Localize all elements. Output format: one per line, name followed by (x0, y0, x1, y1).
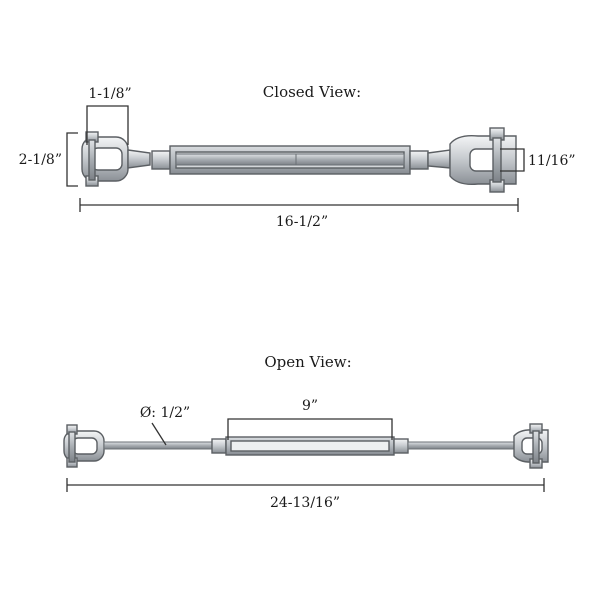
open-body-length-dim: 9” (227, 398, 393, 440)
closed-jaw-width-dim: 1-1/8” (86, 86, 132, 145)
closed-jaw-width-label: 1-1/8” (88, 86, 131, 102)
open-overall-label: 24-13/16” (270, 495, 340, 511)
closed-jaw-height-dim: 2-1/8” (19, 132, 78, 187)
closed-right-nut (409, 150, 429, 170)
open-left-rod (103, 441, 213, 450)
open-body (225, 436, 395, 456)
closed-overall-label: 16-1/2” (276, 214, 328, 230)
closed-jaw-opening-label: 11/16” (528, 153, 576, 169)
open-turnbuckle (63, 423, 549, 469)
closed-turnbuckle (81, 127, 517, 193)
closed-right-jaw (427, 127, 517, 193)
open-left-jaw (63, 424, 105, 468)
closed-left-jaw (81, 131, 151, 187)
open-right-nut (393, 438, 409, 454)
open-rod-diameter-label: Ø: 1/2” (140, 405, 190, 421)
open-overall-dim: 24-13/16” (66, 478, 545, 511)
open-rod-diameter-dim: Ø: 1/2” (140, 405, 190, 446)
closed-left-nut (151, 150, 171, 170)
open-right-rod (407, 441, 515, 450)
open-right-jaw (513, 423, 549, 469)
closed-view-title: Closed View: (263, 83, 361, 101)
closed-body (169, 145, 411, 175)
closed-overall-dim: 16-1/2” (79, 198, 519, 230)
open-left-nut (211, 438, 227, 454)
closed-jaw-height-label: 2-1/8” (19, 152, 62, 168)
open-body-length-label: 9” (302, 398, 318, 414)
open-view-title: Open View: (264, 353, 351, 371)
closed-jaw-opening-dim: 11/16” (500, 148, 576, 172)
